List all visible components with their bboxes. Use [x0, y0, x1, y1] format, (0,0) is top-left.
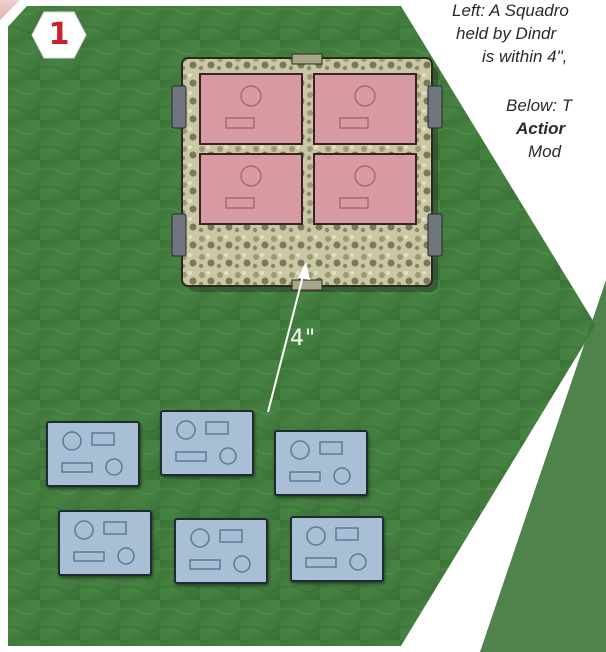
- squadron-base-icon: [48, 423, 138, 485]
- caption-line: held by Dindr: [456, 24, 556, 44]
- objective-tile: [200, 154, 302, 224]
- squadron-base-icon: [60, 512, 150, 574]
- caption-line: Below: T: [506, 96, 572, 116]
- objective-tile: [314, 154, 416, 224]
- caption-line-bold: Actior: [516, 119, 565, 138]
- squadron-model: [290, 516, 384, 582]
- squadron-base-icon: [276, 432, 366, 494]
- squadron-model: [274, 430, 368, 496]
- distance-label: 4": [290, 326, 316, 351]
- squadron-model: [174, 518, 268, 584]
- caption-line: Left: A Squadro: [452, 1, 569, 21]
- squadron-model: [46, 421, 140, 487]
- squadron-model: [58, 510, 152, 576]
- caption-line: Mod: [528, 142, 561, 162]
- objective-tile: [200, 74, 302, 144]
- squadron-base-icon: [292, 518, 382, 580]
- objective-tile: [314, 74, 416, 144]
- squadron-model: [160, 410, 254, 476]
- squadron-base-icon: [162, 412, 252, 474]
- squadron-base-icon: [176, 520, 266, 582]
- caption-line: is within 4",: [482, 47, 567, 67]
- step-number: 1: [30, 10, 88, 60]
